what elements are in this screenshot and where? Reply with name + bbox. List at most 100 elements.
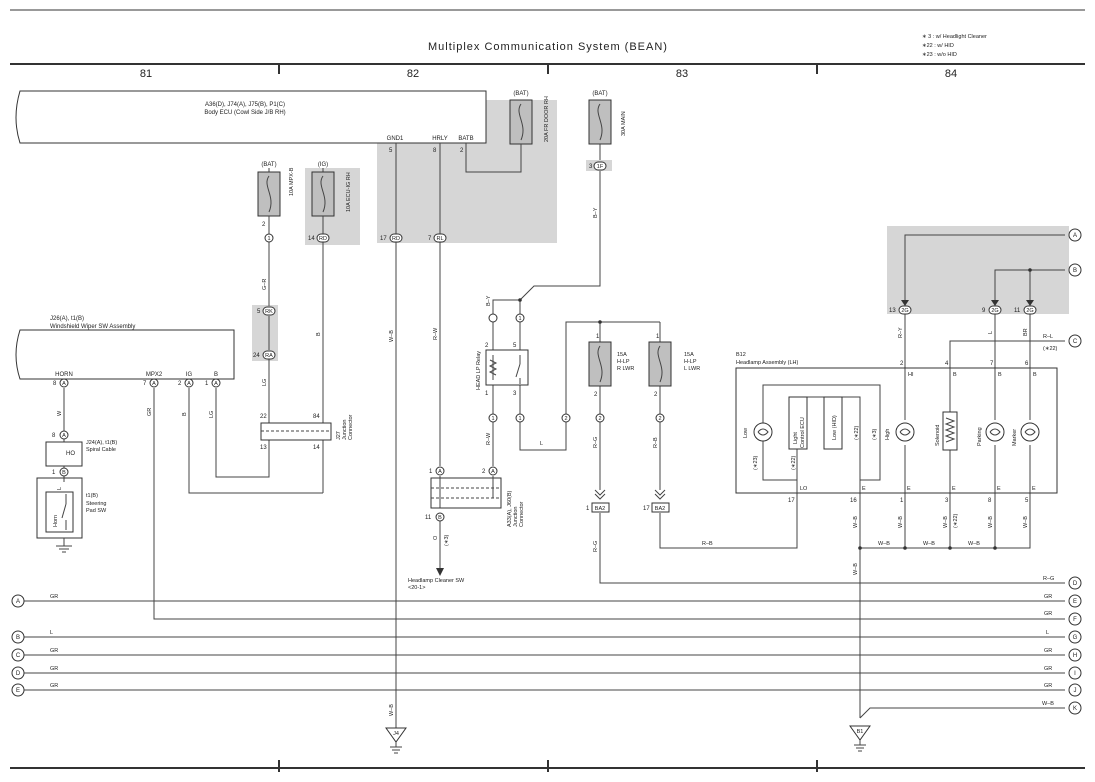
body-ecu-label: A36(D), J74(A), J75(B), P1(C)	[205, 102, 285, 108]
connector-letter: A	[491, 469, 495, 475]
fuse-name: 10A ECU-IG RH	[346, 172, 352, 212]
fuse-h-lp-l-lwr: 1 15A H-LP L LWR 2 2	[648, 334, 700, 423]
pin-number: 24	[253, 353, 260, 359]
pin-number: 8	[433, 148, 437, 154]
pin-number: 5	[513, 343, 517, 349]
pin-number: 1	[900, 498, 904, 504]
connector-name: RL	[436, 236, 443, 242]
body-ecu-label: Body ECU (Cowl Side J/B RH)	[204, 110, 285, 116]
pin-number: 7	[990, 361, 994, 367]
part-note: (∗3)	[872, 429, 878, 440]
wire-color: W–B	[389, 704, 395, 716]
footnotes: ∗ 3 : w/ Headlight Cleaner ∗22 : w/ HID …	[922, 34, 987, 58]
ref-letter: F	[1073, 617, 1077, 623]
wire-color: GR	[50, 648, 58, 654]
pin-number: 11	[1014, 308, 1021, 314]
a33-label: A33(A), J60(B)	[507, 490, 513, 527]
wire-color: GR	[50, 683, 58, 689]
part-low-hid: Low (HID)	[832, 415, 838, 440]
connector-name: 2G	[991, 308, 998, 314]
j27-label: Connector	[348, 414, 354, 440]
spiral-cable-label: Spiral Cable	[86, 447, 116, 453]
part-ecu: Control ECU	[800, 417, 806, 448]
pin-name: B	[214, 372, 218, 378]
wire-color: R–B	[702, 541, 713, 547]
part-note: (∗23)	[753, 455, 759, 470]
connector-name: RD	[319, 236, 327, 242]
pin-number: 5	[389, 148, 393, 154]
j27-label: Junction	[342, 420, 348, 441]
section-number: 84	[945, 68, 957, 80]
pin-name: BATB	[458, 136, 473, 142]
section-number: 81	[140, 68, 152, 80]
left-reference-markers: A B C D E	[11, 594, 25, 697]
wire-color: LG	[209, 411, 215, 418]
connector-letter: A	[62, 381, 66, 387]
wire-color: B	[182, 412, 188, 416]
pin-number: 2	[594, 392, 598, 398]
part-ecu: Light	[793, 432, 799, 444]
cleaner-sw-label: <20-1>	[408, 585, 425, 591]
pin-number: 2	[262, 222, 266, 228]
fuse-amp: 15A	[684, 352, 694, 358]
wire-color: W–B	[1042, 701, 1054, 707]
wire-color: R–G	[593, 541, 599, 552]
pin-name: HORN	[55, 372, 73, 378]
a33-label: Connector	[519, 501, 525, 527]
relay-label: HEAD LP Relay	[476, 351, 482, 390]
pin-number: 3	[513, 391, 517, 397]
star-note: (∗3)	[444, 535, 450, 546]
part-parking: Parking	[977, 427, 983, 446]
fuse-h-lp-r-lwr: 1 15A H-LP R LWR 2 2	[588, 334, 634, 423]
spiral-cable-label: J24(A), t1(B)	[86, 440, 117, 446]
fuse-connectors: 2 1 14 RD 17 RD 7 RL 3 1F 5 RK 24 RA	[253, 161, 607, 360]
wire-color: GR	[1044, 611, 1052, 617]
wire-color: W–B	[968, 541, 980, 547]
pin-number: 1	[656, 334, 660, 340]
wire-color: B–Y	[486, 295, 492, 306]
terminal-label: E	[997, 486, 1001, 492]
pin-number: 9	[982, 308, 986, 314]
spiral-cable-part: HO	[66, 451, 75, 457]
wiper-sw-label: J26(A), t1(B)	[50, 316, 84, 322]
part-note: (∗22)	[854, 425, 860, 440]
wire-color: W–B	[389, 330, 395, 342]
wiper-sw-pins: 8 A 7 A 2 A 1 A	[53, 378, 221, 388]
ref-letter: B	[1073, 268, 1077, 274]
wires	[24, 143, 1065, 730]
ref-letter: A	[1073, 233, 1077, 239]
pin-number: 14	[308, 236, 315, 242]
ref-letter: H	[1073, 653, 1077, 659]
connector-letter: A	[438, 469, 442, 475]
fuse-source: (BAT)	[592, 91, 607, 97]
pin-number: 1	[518, 416, 521, 422]
part-low: Low	[743, 428, 749, 438]
connector-name: BA2	[655, 506, 665, 512]
ground-label: J4	[393, 731, 399, 737]
wire-color: R–G	[593, 437, 599, 448]
pin-number: 1	[429, 469, 433, 475]
wiper-switch-assembly: J26(A), t1(B) Windshield Wiper SW Assemb…	[15, 316, 235, 380]
pin-number: 8	[988, 498, 992, 504]
wire-color: W–B	[853, 516, 859, 528]
pin-number: 2	[658, 416, 661, 422]
pin-number: 22	[260, 414, 267, 420]
fuse-mpx-b: (BAT) 10A MPX-B	[257, 162, 295, 217]
connector-name: 1F	[597, 164, 604, 170]
pin-number: 2	[564, 416, 567, 422]
wire-color: R–W	[433, 327, 439, 340]
fuse-name: 30A MAIN	[621, 111, 627, 136]
fuse-name: H-LP	[684, 359, 697, 365]
pin-number: 1	[586, 506, 590, 512]
j27-junction-connector: 22 84 13 14 J27 Junction Connector	[260, 414, 354, 451]
terminal-label: LO	[800, 486, 808, 492]
wire-color: LG	[262, 379, 268, 386]
wire-color: G–R	[262, 279, 268, 290]
pin-number: 2	[598, 416, 601, 422]
terminal-label: E	[907, 486, 911, 492]
pin-number: 84	[313, 414, 320, 420]
ref-letter: D	[1073, 581, 1078, 587]
fuse-name: 10A MPX-B	[289, 167, 295, 196]
junction-dots	[518, 268, 1032, 550]
